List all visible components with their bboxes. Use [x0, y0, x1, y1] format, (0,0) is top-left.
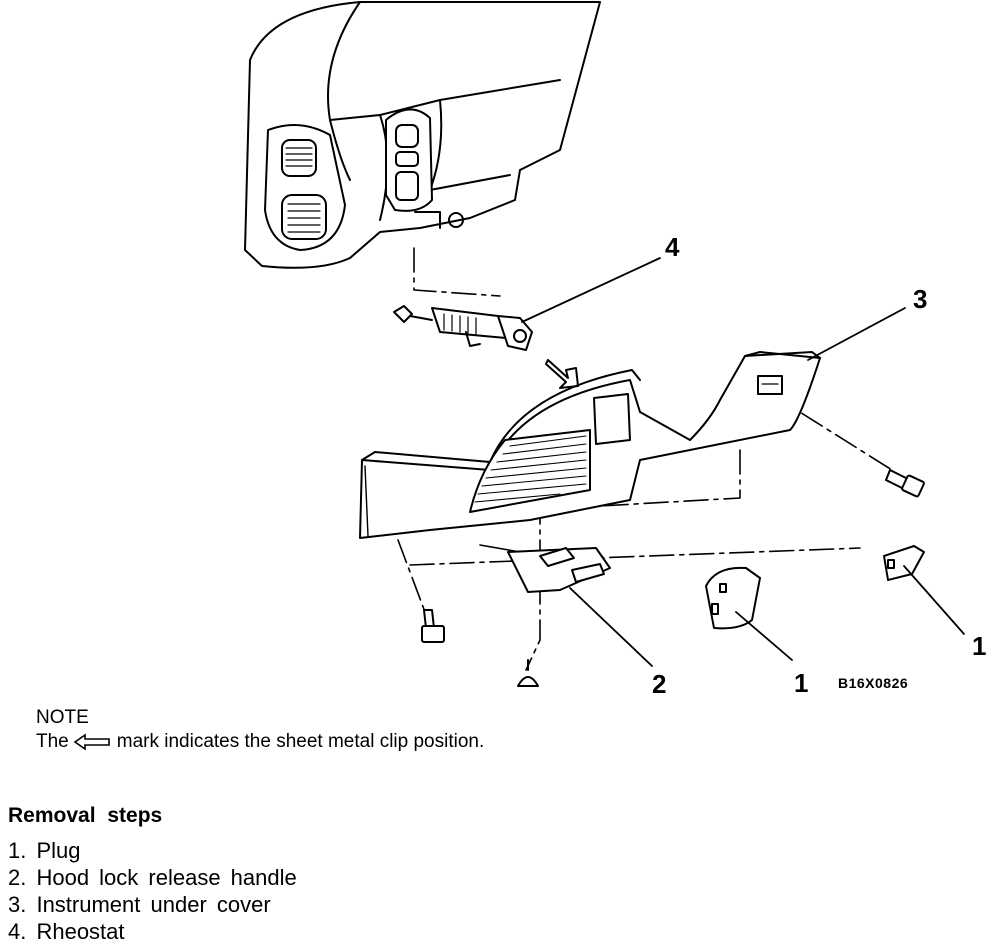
plug-right — [883, 545, 925, 581]
note-text-before: The — [36, 731, 69, 752]
screw-bottom-left — [421, 609, 445, 643]
step-item: 4. Rheostat — [8, 919, 125, 944]
removal-steps-heading: Removal steps — [8, 804, 163, 827]
note-text: The mark indicates the sheet metal clip … — [36, 730, 484, 754]
removal-steps: Removal steps 1. Plug 2. Hood lock relea… — [8, 802, 297, 945]
callout-3: 3 — [913, 284, 927, 314]
callout-4: 4 — [665, 232, 680, 262]
callout-1-right: 1 — [972, 631, 986, 661]
hood-lock-release-handle — [479, 544, 611, 593]
note-text-after: mark indicates the sheet metal clip posi… — [116, 731, 485, 752]
removal-steps-list: 1. Plug 2. Hood lock release handle 3. I… — [8, 837, 297, 945]
exploded-view-diagram: 4 3 1 1 2 B16X0826 — [244, 1, 986, 699]
step-item: 2. Hood lock release handle — [8, 865, 297, 890]
dashboard-panel — [244, 1, 601, 269]
leader-lines — [397, 247, 893, 671]
step-item: 1. Plug — [8, 838, 81, 863]
callout-2: 2 — [652, 669, 666, 699]
instrument-under-cover — [359, 351, 821, 539]
left-arrow-icon — [73, 733, 110, 751]
clip-bottom — [517, 659, 539, 687]
callout-leaders — [521, 257, 965, 667]
screw-right — [885, 469, 925, 498]
note-block: NOTE The mark indicates the sheet metal … — [36, 706, 484, 754]
clip-position-arrow — [545, 359, 579, 389]
plug-left — [705, 566, 761, 630]
figure-code: B16X0826 — [838, 675, 908, 691]
note-heading: NOTE — [36, 707, 89, 728]
step-item: 3. Instrument under cover — [8, 892, 271, 917]
rheostat-part — [393, 305, 533, 351]
callout-1-left: 1 — [794, 668, 808, 698]
